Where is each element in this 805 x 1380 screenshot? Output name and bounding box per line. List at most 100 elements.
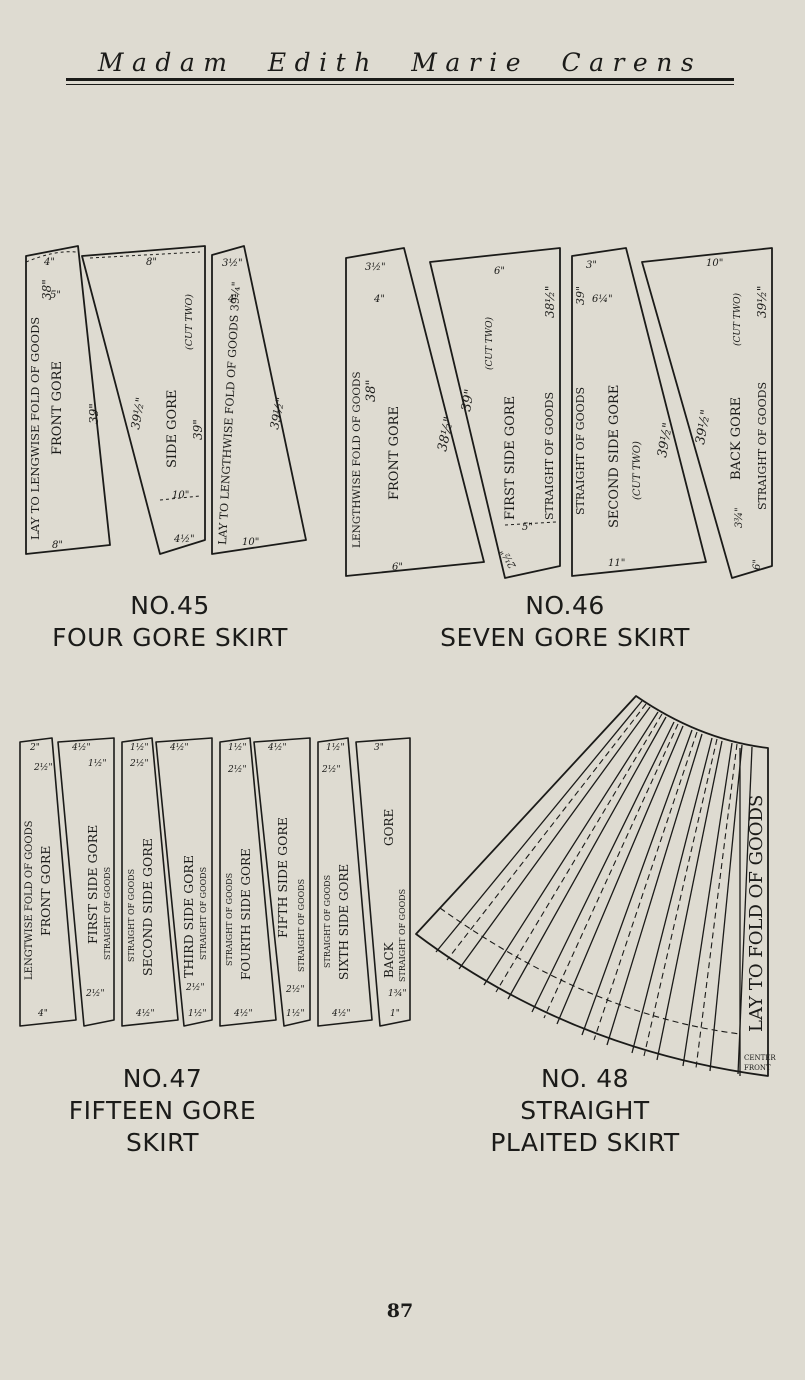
pattern-47-piece-7-label-1: STRAIGHT OF GOODS (323, 875, 332, 968)
pattern-46-piece-1-m3: 38" (364, 379, 379, 402)
pattern-47-piece-7: 1½" 2½" STRAIGHT OF GOODS SIXTH SIDE GOR… (317, 737, 373, 1027)
pattern-47-piece-4-m3: 1½" (188, 1008, 207, 1019)
running-header: Madam Edith Marie Carens (66, 44, 734, 85)
pattern-47-piece-6-m1: 4½" (267, 742, 287, 753)
pattern-47-piece-6-m3: 1½" (286, 1008, 305, 1019)
pattern-46-piece-3-m2: 39" (574, 286, 587, 305)
caption-45: NO.45 FOUR GORE SKIRT (15, 590, 325, 654)
caption-46: NO.46 SEVEN GORE SKIRT (405, 590, 725, 654)
pattern-47-piece-5-label-2: FOURTH SIDE GORE (239, 848, 253, 980)
pattern-47-piece-8: 3" GORE BACK STRAIGHT OF GOODS 1¾" 1" (355, 737, 411, 1027)
pattern-47-piece-4-label-1: THIRD SIDE GORE (181, 855, 196, 978)
pattern-46-piece-2-label-2: (CUT TWO) (484, 317, 495, 370)
pattern-46-piece-1-m2: 4" (373, 294, 385, 305)
pattern-48-front-label: FRONT (744, 1064, 771, 1072)
pattern-48-center-label: CENTER (744, 1054, 776, 1062)
pattern-46-piece-4-label-2: (CUT TWO) (732, 293, 743, 346)
pattern-46-piece-3-m4: 39½" (655, 421, 676, 458)
pattern-47-piece-4-m2: 2½" (185, 982, 205, 993)
caption-46-title: SEVEN GORE SKIRT (440, 623, 690, 652)
pattern-45-piece-2-m4: 10" (172, 490, 189, 501)
pattern-46-piece-2-m2: 39" (459, 388, 478, 413)
pattern-47-piece-7-m3: 4½" (331, 1008, 351, 1019)
pattern-47-piece-3-m1: 1½" (130, 742, 149, 753)
pattern-46-piece-1: 3½" 4" LENGTHWISE FOLD OF GOODS 38" FRON… (345, 247, 485, 577)
pattern-45-piece-1-m3: 38" (40, 279, 54, 300)
caption-45-title: FOUR GORE SKIRT (52, 623, 288, 652)
pattern-47-piece-2-label-1: FIRST SIDE GORE (85, 825, 100, 944)
caption-46-number: NO.46 (525, 591, 605, 620)
pattern-47-piece-1-label-1: LENGTWISE FOLD OF GOODS (24, 820, 35, 980)
pattern-46-piece-4-m4: 3¾" (734, 507, 745, 528)
pattern-45-piece-3-m3: 39½" (267, 396, 287, 431)
pattern-46-piece-4-label-3: STRAIGHT OF GOODS (756, 382, 769, 510)
pattern-45-piece-1: LAY TO LENGWISE FOLD OF GOODS FRONT GORE… (25, 245, 111, 555)
pattern-47-piece-1-m2: 2½" (33, 762, 53, 773)
caption-48-number: NO. 48 (540, 1064, 630, 1093)
pattern-45-diagram: LAY TO LENGWISE FOLD OF GOODS FRONT GORE… (25, 245, 307, 555)
pattern-46-piece-3-label-3: (CUT TWO) (632, 441, 643, 500)
pattern-47-piece-5-m2: 2½" (227, 764, 247, 775)
pattern-47-piece-5: 1½" 2½" STRAIGHT OF GOODS FOURTH SIDE GO… (219, 737, 277, 1027)
pattern-46-piece-3-m3: 6¼" (592, 294, 613, 305)
pattern-45-piece-2-m2: 39½" (128, 396, 147, 430)
pattern-47-piece-3-m3: 4½" (135, 1008, 155, 1019)
pattern-45-piece-3-m1: 3½" (222, 258, 243, 269)
pattern-46-piece-2-m4: 5" (522, 522, 533, 533)
pattern-47-piece-2-m3: 2½" (85, 988, 105, 999)
caption-48-title: STRAIGHT PLAITED SKIRT (490, 1096, 680, 1157)
pattern-47-piece-3: 1½" 2½" STRAIGHT OF GOODS SECOND SIDE GO… (121, 737, 179, 1027)
pattern-47-piece-3-label-1: STRAIGHT OF GOODS (127, 869, 136, 962)
pattern-45-piece-1-m2: 5" (50, 290, 61, 301)
pattern-45-piece-1-label-2: FRONT GORE (50, 361, 65, 455)
pattern-47-piece-8-label-1: BACK (382, 941, 396, 978)
pattern-46-piece-3-label-2: SECOND SIDE GORE (607, 385, 622, 528)
caption-47: NO.47 FIFTEEN GORE SKIRT (40, 1063, 285, 1159)
pattern-45-piece-3: 3½" 4" LAY TO LENGTHWISE FOLD OF GOODS 3… (211, 245, 307, 555)
pattern-45-piece-2-m1: 8" (146, 257, 157, 268)
pattern-47-piece-8-m1: 3" (374, 743, 384, 753)
pattern-47-piece-7-label-2: SIXTH SIDE GORE (337, 864, 351, 980)
pattern-45-piece-1-label-1: LAY TO LENGWISE FOLD OF GOODS (28, 317, 42, 540)
pattern-47-piece-3-label-2: SECOND SIDE GORE (140, 838, 155, 976)
pattern-45-piece-2: 8" 39½" SIDE GORE (CUT TWO) 39" 10" 4½" (81, 245, 206, 555)
pattern-45-piece-1-m1: 4" (43, 257, 55, 268)
pattern-47-piece-3-m2: 2½" (129, 758, 149, 769)
pattern-46-piece-1-label-2: FRONT GORE (387, 406, 402, 500)
pattern-46-piece-1-label-1: LENGTHWISE FOLD OF GOODS (351, 371, 363, 548)
pattern-47-piece-6: 4½" FIFTH SIDE GORE STRAIGHT OF GOODS 2½… (253, 737, 311, 1027)
caption-47-title: FIFTEEN GORE SKIRT (68, 1096, 257, 1157)
pattern-46-piece-2-m3: 38½" (543, 286, 557, 318)
pattern-47-piece-8-label-2: GORE (382, 809, 396, 846)
pattern-48-diagram: LAY TO FOLD OF GOODS CENTER FRONT (415, 695, 776, 1077)
pattern-45-piece-2-m3: 39" (191, 419, 205, 440)
pattern-46-piece-4-label-1: BACK GORE (729, 397, 744, 480)
pattern-47-piece-5-m3: 4½" (233, 1008, 253, 1019)
pattern-46-piece-1-m5: 6" (392, 562, 403, 573)
header-rule-thin (66, 84, 734, 85)
pattern-46-piece-4-m2: 39½" (693, 408, 714, 445)
pattern-47-piece-4: 4½" THIRD SIDE GORE STRAIGHT OF GOODS 2½… (155, 737, 213, 1027)
pattern-45-piece-3-label-1: LAY TO LENGTHWISE FOLD OF GOODS 39¼" (216, 281, 243, 545)
pattern-46-piece-1-m1: 3½" (365, 262, 386, 273)
pattern-46-piece-4-m1: 10" (706, 258, 723, 269)
pattern-47-piece-6-m2: 2½" (285, 984, 305, 995)
page-number: 87 (386, 1300, 414, 1322)
pattern-47-piece-7-m2: 2½" (321, 764, 341, 775)
pattern-47-piece-6-label-2: STRAIGHT OF GOODS (297, 879, 306, 972)
header-title: Madam Edith Marie Carens (97, 48, 703, 77)
pattern-48-plait-lines (435, 700, 753, 1075)
pattern-46-piece-4-m3: 39½" (755, 286, 769, 318)
header-rule-thick (66, 78, 734, 81)
pattern-47-piece-1-m3: 4" (37, 1009, 48, 1019)
pattern-47-piece-2-label-2: STRAIGHT OF GOODS (103, 867, 112, 960)
pattern-45-piece-3-m4: 10" (242, 537, 259, 548)
pattern-45-piece-1-m5: 8" (52, 540, 63, 551)
pattern-47-piece-1: 2" 2½" LENGTWISE FOLD OF GOODS FRONT GOR… (19, 737, 77, 1027)
pattern-45-piece-2-label-2: (CUT TWO) (184, 294, 195, 350)
caption-45-number: NO.45 (130, 591, 210, 620)
pattern-46-piece-2-m1: 6" (494, 266, 505, 277)
pattern-47-piece-8-m3: 1" (390, 1009, 400, 1019)
pattern-47-diagram: 2" 2½" LENGTWISE FOLD OF GOODS FRONT GOR… (19, 737, 411, 1027)
